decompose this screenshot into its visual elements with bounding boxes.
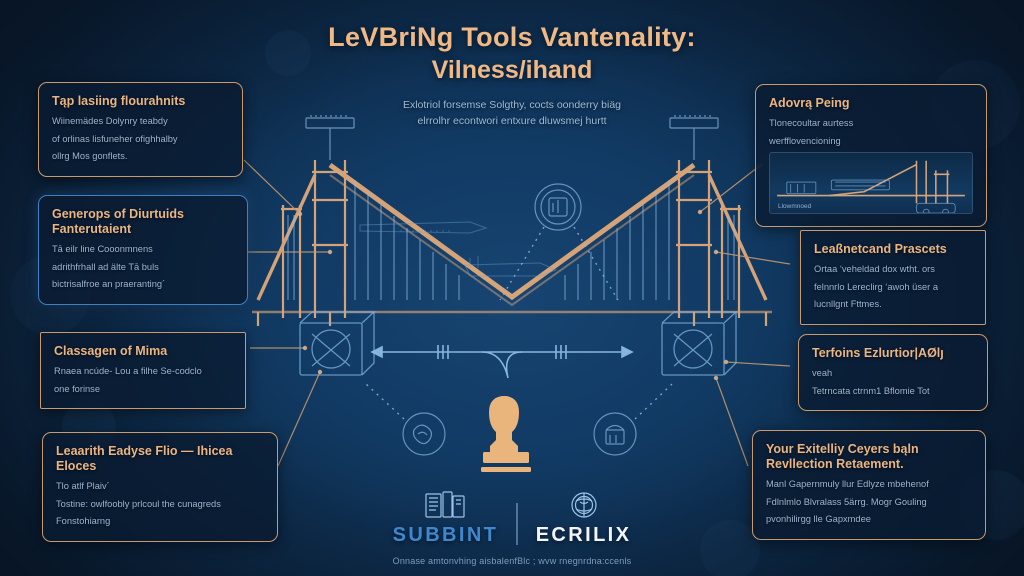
callout-body-line: Ortaa ʻveheldad dox wtht. ors <box>814 264 935 274</box>
callout-body-line: Tā eilr line Cooonmnens <box>52 244 153 254</box>
brand-name-subbint: SUBBINT <box>392 524 499 546</box>
footer-note: Onnase amtonvhing aisbalenfBlc ; wvw rne… <box>392 556 632 566</box>
page-subtitle-line-2: elrrolhr econtwori entxure dluwsmej hurt… <box>417 115 607 127</box>
brand-name-ecrilix: ECRILIX <box>535 524 632 546</box>
callout-body-line: lucnllgnt Fttmes. <box>814 299 882 309</box>
stamp-icon <box>481 396 531 472</box>
footer: SUBBINT ECRILIX Onnase amtonvhing aisbal… <box>0 490 1024 566</box>
callout-body-line: of orlinas lisfuneher ofighhalby <box>52 133 178 144</box>
callout-top-leasing-flourishments[interactable]: Tąp lasiing flourahnits Wiinemädes Dolyn… <box>38 82 243 177</box>
callout-your-exitelliy-ceyers[interactable]: Your Exitelliy Ceyers bąln Revllection R… <box>752 430 986 540</box>
page-subtitle-line-1: Exlotriol forsemse Solgthy, cocts oonder… <box>402 99 622 111</box>
callout-adovra-peing[interactable]: Adovrą Peing Tlonecoultar aurtess werffl… <box>755 84 987 227</box>
callout-body-line: Fdlnlmlo Blvralass 5ärrg. Mogr Gouling <box>766 496 927 507</box>
callout-terfoins-edurtior[interactable]: Terfoins Ezlurtior|AØlȷ veah Tetrncata c… <box>798 334 988 411</box>
brand-lockup: SUBBINT ECRILIX <box>0 490 1024 547</box>
books-icon <box>424 490 466 520</box>
callout-body-line: adrithfrhall ad älte Tā buls <box>52 261 159 272</box>
page-title-line-1: LeVBriNg Tools Vantenality: <box>328 22 696 52</box>
callout-body-line: bictrisalfroe an praeranting´ <box>52 279 166 289</box>
callout-heading: Your Exitelliy Ceyers bąln Revllection R… <box>766 442 919 471</box>
callout-heading: Leaarith Eadyse Flio — Ihicea Eloces <box>56 444 233 473</box>
callout-heading: Terfoins Ezlurtior|AØlȷ <box>812 346 944 360</box>
callout-preview-image: Llowmnoed <box>769 152 973 214</box>
callout-heading: Adovrą Peing <box>769 96 850 110</box>
callout-body-line: ollrg Mos gonflets. <box>52 151 128 161</box>
callout-body-line: Tetrncata ctrnm1 Bflomie Tot <box>812 385 930 396</box>
brand-ecrilix[interactable]: ECRILIX <box>536 490 632 547</box>
callout-generops-of-diurtuids[interactable]: Generops of Diurtuids Fanterutaient Tā e… <box>38 195 248 305</box>
callout-body-line: Tlonecoultar aurtess <box>769 118 854 128</box>
callout-body-line: Tostine: owlfoobly prlcoul the cunagreds <box>56 498 221 509</box>
callout-body-line: one forinse <box>54 383 100 394</box>
callout-body-line: Wiinemädes Dolynry teabdy <box>52 116 168 126</box>
mini-bridge-illustration <box>777 160 965 213</box>
preview-caption: Llowmnoed <box>778 203 812 210</box>
callout-heading: Tąp lasiing flourahnits <box>52 94 186 108</box>
callout-body-line: felnnrlo Lereclirg ʻawoh üser a <box>814 281 939 292</box>
globe-emblem-icon <box>567 490 601 520</box>
callout-body-line: Rnaea ncúde- Lou a filhe Se-codclo <box>54 366 202 376</box>
callout-connectors <box>243 159 791 467</box>
callout-heading: Generops of Diurtuids Fanterutaient <box>52 207 184 236</box>
callout-leaqnetcand-prascets[interactable]: Leaßnetcand Prascets Ortaa ʻveheldad dox… <box>800 230 986 325</box>
callout-body-line: Tlo atlf Plaiv´ <box>56 481 110 491</box>
callout-body-line: Fonstohiarng <box>56 516 111 526</box>
callout-body-line: Manl Gapernmuly llur Edlyze mbehenof <box>766 479 929 489</box>
callout-heading: Leaßnetcand Prascets <box>814 242 947 256</box>
page-title-line-2: Vilness/ihand <box>431 56 593 84</box>
callout-body-line: pvonhilirgg lle Gapxmdee <box>766 514 871 524</box>
brand-subbint[interactable]: SUBBINT <box>393 490 499 547</box>
callout-classagen-of-mima[interactable]: Classagen of Mima Rnaea ncúde- Lou a fil… <box>40 332 246 409</box>
brand-divider <box>516 503 518 545</box>
page-title-block: LeVBriNg Tools Vantenality: Vilness/ihan… <box>0 22 1024 129</box>
callout-body-line: veah <box>812 368 833 378</box>
callout-heading: Classagen of Mima <box>54 344 168 358</box>
page-subtitle: Exlotriol forsemse Solgthy, cocts oonder… <box>0 97 1024 129</box>
callout-body-line: werfflovencioning <box>769 135 841 146</box>
callout-leaarith-eadyse-flio[interactable]: Leaarith Eadyse Flio — Ihicea Eloces Tlo… <box>42 432 278 542</box>
